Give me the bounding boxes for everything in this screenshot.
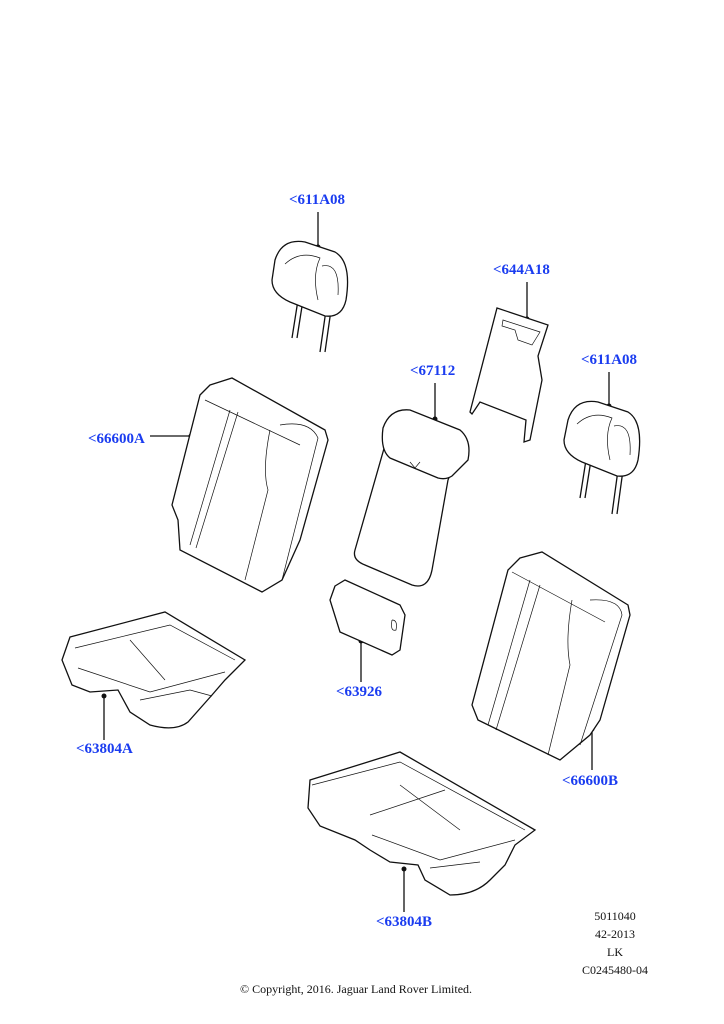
illustration-id: C0245480-04 xyxy=(582,963,648,977)
callout-611A08-right[interactable]: <611A08 xyxy=(581,352,638,368)
diagram-model-code: LK xyxy=(607,945,623,959)
cushion-right-drawing xyxy=(307,751,537,896)
callout-63804A[interactable]: <63804A xyxy=(76,741,133,757)
callout-611A08-left[interactable]: <611A08 xyxy=(289,192,346,208)
headrest-left-drawing xyxy=(271,240,349,353)
armrest-drawing xyxy=(329,579,406,656)
callout-66600A[interactable]: <66600A xyxy=(88,431,145,447)
headrest-right-drawing xyxy=(563,400,641,515)
callout-63804B[interactable]: <63804B xyxy=(376,914,433,930)
copyright-notice: © Copyright, 2016. Jaguar Land Rover Lim… xyxy=(239,982,473,996)
callout-63926[interactable]: <63926 xyxy=(336,684,383,700)
diagram-date-code: 42-2013 xyxy=(595,927,635,941)
callout-644A18[interactable]: <644A18 xyxy=(493,262,550,278)
backrest-right-drawing xyxy=(471,551,631,761)
callout-67112[interactable]: <67112 xyxy=(410,363,456,379)
diagram-number: 5011040 xyxy=(594,909,636,923)
cushion-left-drawing xyxy=(61,611,247,729)
panel-drawing xyxy=(469,307,549,443)
center-backrest-drawing xyxy=(353,409,470,587)
backrest-left-drawing xyxy=(171,377,329,593)
callout-66600B[interactable]: <66600B xyxy=(562,773,619,789)
